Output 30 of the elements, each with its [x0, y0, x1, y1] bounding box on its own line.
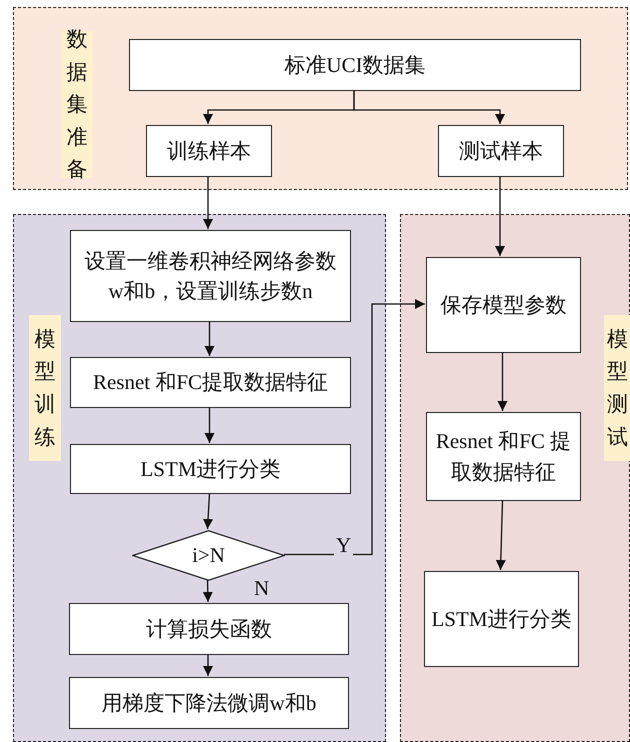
process-box: Resnet 和FC 提取数据特征	[426, 412, 581, 501]
process-box: LSTM进行分类	[70, 444, 351, 494]
edge-label: Y	[334, 535, 354, 556]
dashed-panel	[13, 7, 628, 190]
process-box: 训练样本	[146, 125, 272, 177]
process-box: 测试样本	[438, 125, 564, 177]
arrow	[202, 580, 213, 602]
process-box: 用梯度下降法微调w和b	[69, 677, 349, 729]
arrow	[203, 654, 213, 676]
arrow	[203, 176, 213, 229]
section-label: 模型测试	[604, 315, 630, 461]
process-box: 保存模型参数	[426, 257, 581, 353]
arrow	[284, 299, 425, 556]
arrow	[203, 492, 214, 530]
process-box: Resnet 和FC提取数据特征	[70, 357, 351, 408]
decision-diamond: i>N	[132, 530, 285, 581]
dashed-panel	[400, 214, 630, 742]
arrow	[498, 352, 508, 411]
dashed-panel	[13, 214, 386, 742]
arrow	[495, 176, 505, 256]
process-box: LSTM进行分类	[424, 571, 579, 667]
process-box: 设置一维卷积神经网络参数w和b，设置训练步数n	[70, 230, 351, 322]
section-label: 数据集准备	[61, 31, 93, 178]
section-label: 模型训练	[29, 315, 61, 461]
process-box: 计算损失函数	[69, 603, 349, 655]
arrow	[204, 407, 214, 443]
arrow	[204, 321, 214, 356]
process-box: 标准UCI数据集	[129, 39, 581, 91]
arrow	[496, 500, 506, 570]
arrow	[353, 90, 505, 124]
